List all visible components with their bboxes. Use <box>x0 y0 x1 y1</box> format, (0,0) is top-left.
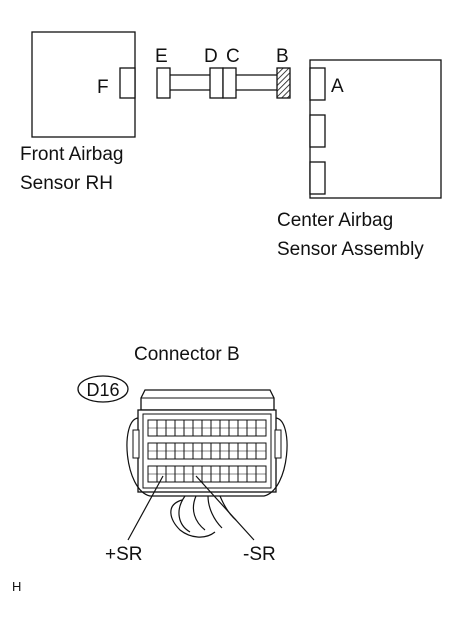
center-sensor-title-line2: Sensor Assembly <box>277 239 424 260</box>
center-sensor-title-line1: Center Airbag <box>277 210 393 231</box>
connector-latch <box>140 389 275 411</box>
front-airbag-sensor: F Front Airbag Sensor RH <box>20 31 136 194</box>
connector-b-label: B <box>276 46 289 67</box>
connector-e-label: E <box>155 46 168 67</box>
wire-harness: E D C B <box>155 46 291 99</box>
minus-sr-label: -SR <box>243 544 276 565</box>
connector-d <box>209 67 224 99</box>
plus-sr-leader <box>127 475 164 541</box>
connector-b-detail: Connector B D16 <box>77 344 288 565</box>
minus-sr-leader <box>195 475 255 541</box>
center-airbag-sensor: A Center Airbag Sensor Assembly <box>277 59 442 260</box>
part-code-oval <box>77 375 129 403</box>
footer-mark: H <box>12 579 21 594</box>
connector-c-label: C <box>226 46 240 67</box>
front-sensor-title-line2: Sensor RH <box>20 173 113 194</box>
connector-a <box>309 67 326 101</box>
connector-f <box>119 67 136 99</box>
connector-d-label: D <box>204 46 218 67</box>
connector-f-label: F <box>97 77 109 98</box>
part-code-label: D16 <box>86 380 119 400</box>
connector-c <box>222 67 237 99</box>
connector-wires <box>170 495 237 538</box>
pin-grid <box>147 419 267 483</box>
connector-e <box>156 67 171 99</box>
connector-shell-outline <box>126 417 288 497</box>
connector-b <box>276 67 291 99</box>
plus-sr-label: +SR <box>105 544 143 565</box>
connector-view-title: Connector B <box>134 344 240 365</box>
front-sensor-title-line1: Front Airbag <box>20 144 124 165</box>
connector-a-label: A <box>331 76 344 97</box>
center-sensor-connector-3 <box>309 161 326 195</box>
center-sensor-connector-2 <box>309 114 326 148</box>
center-sensor-body <box>309 59 442 199</box>
